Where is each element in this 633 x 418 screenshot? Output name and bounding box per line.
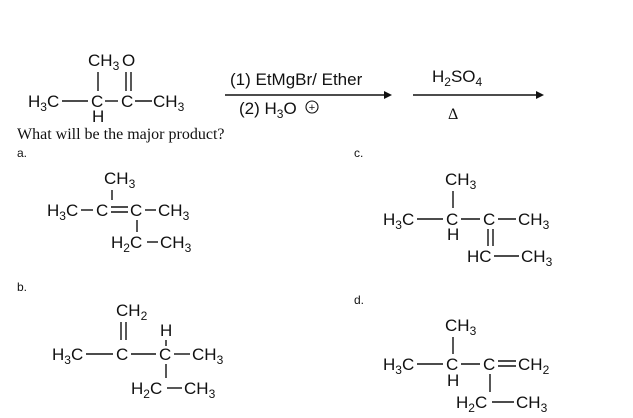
option-letter-c: c. xyxy=(354,146,363,160)
option-a-methyl: CH3 xyxy=(104,169,136,191)
option-a-right-methyl: CH3 xyxy=(158,201,190,223)
reactant-structure: CH3 O H3C C C CH3 H xyxy=(28,51,185,126)
reactant-oxygen: O xyxy=(122,51,135,70)
option-b-left-methyl: H3C xyxy=(52,345,83,367)
reagent-step2: (2) H3O xyxy=(239,99,297,121)
option-letter-b: b. xyxy=(17,280,27,294)
option-c-structure: CH3 H3C C C CH3 H HC CH3 xyxy=(383,170,553,269)
option-b-ethyl: H2C xyxy=(131,379,162,401)
option-b-structure: CH2 H H3C C C CH3 H2C CH3 xyxy=(52,301,224,401)
option-letter-a: a. xyxy=(17,146,27,160)
reactant-top-ch3: CH3 xyxy=(88,51,120,73)
option-b-hydrogen: H xyxy=(160,321,172,340)
option-c-c1: C xyxy=(446,210,458,229)
option-b-ethyl-end: CH3 xyxy=(184,379,216,401)
option-b-right-methyl: CH3 xyxy=(192,345,224,367)
positive-charge-icon xyxy=(305,100,319,114)
option-d-structure: CH3 H3C C C CH2 H H2C CH3 xyxy=(383,316,550,415)
option-d-ethyl-end: CH3 xyxy=(516,393,548,415)
option-d-c1: C xyxy=(446,355,458,374)
option-a-c1: C xyxy=(96,201,108,220)
reagent-acid: H2SO4 xyxy=(432,67,483,89)
option-a-ethyl-end: CH3 xyxy=(160,233,192,255)
reaction-arrow-1-head xyxy=(384,91,392,99)
option-a-c2: C xyxy=(130,201,142,220)
option-d-c2: C xyxy=(483,355,495,374)
reactant-left-methyl: H3C xyxy=(28,92,59,114)
option-c-c2: C xyxy=(483,210,495,229)
reactant-right-methyl: CH3 xyxy=(153,92,185,114)
option-a-ethyl: H2C xyxy=(111,233,142,255)
option-c-methyl: CH3 xyxy=(445,170,477,192)
option-d-methyl: CH3 xyxy=(445,316,477,338)
reactant-hydrogen: H xyxy=(92,107,104,126)
option-c-hydrogen: H xyxy=(447,225,459,244)
option-c-left-methyl: H3C xyxy=(383,210,414,232)
option-d-hydrogen: H xyxy=(447,371,459,390)
reaction-conditions: (1) EtMgBr/ Ether (2) H3O + H2SO4 Δ xyxy=(225,67,544,123)
option-c-right-methyl: CH3 xyxy=(518,210,550,232)
option-d-methylene: CH2 xyxy=(518,355,550,377)
option-b-c1: C xyxy=(116,345,128,364)
positive-charge-symbol: + xyxy=(309,102,315,114)
option-d-ethyl: H2C xyxy=(456,393,487,415)
option-c-hc: HC xyxy=(467,247,492,266)
reaction-arrow-2-head xyxy=(536,91,544,99)
option-a-structure: CH3 H3C C C CH3 H2C CH3 xyxy=(47,169,192,255)
option-b-methylene: CH2 xyxy=(116,301,148,323)
question-text: What will be the major product? xyxy=(17,126,224,143)
option-b-c2: C xyxy=(159,345,171,364)
option-letter-d: d. xyxy=(354,293,364,307)
reactant-c2: C xyxy=(121,92,133,111)
reactant-c1: C xyxy=(91,92,103,111)
option-d-left-methyl: H3C xyxy=(383,355,414,377)
reagent-step1: (1) EtMgBr/ Ether xyxy=(230,70,363,89)
option-a-left-methyl: H3C xyxy=(47,201,78,223)
option-c-end-methyl: CH3 xyxy=(521,247,553,269)
heat-symbol: Δ xyxy=(448,106,458,123)
